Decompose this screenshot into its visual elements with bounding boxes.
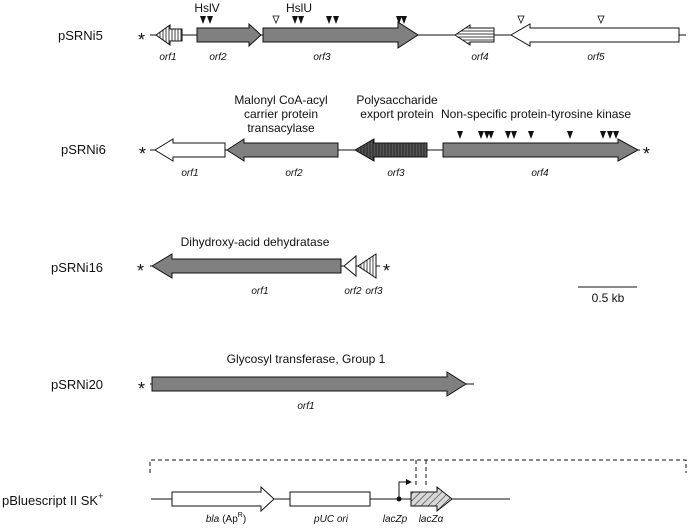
- orf3-arrow: [262, 21, 419, 49]
- lacza-label: lacZα: [419, 514, 444, 525]
- protein-label: Dihydroxy-acid dehydratase: [181, 235, 330, 249]
- orf-label: orf1: [181, 168, 198, 179]
- orf1-arrow: [151, 371, 467, 397]
- laczp-label: lacZp: [383, 514, 408, 525]
- vector-name: pBluescript II SK+: [2, 491, 103, 508]
- orf-label: orf2: [344, 286, 362, 297]
- protein-label: Non-specific protein-tyrosine kinase: [441, 107, 631, 121]
- orf-label: orf5: [587, 52, 605, 63]
- insert-end-marker: *: [383, 261, 390, 281]
- insertion-site-lines: [415, 460, 427, 487]
- orf2-arrow: [343, 254, 357, 278]
- orf4-arrow: [442, 138, 640, 162]
- orf-label: orf1: [297, 401, 314, 412]
- protein-label: carrier protein: [244, 107, 318, 121]
- row-vector: pBluescript II SK+ bla(ApR) pUC ori lacZ…: [2, 459, 687, 525]
- promoter-arrow-icon: [398, 481, 408, 499]
- bla-label: bla(ApR): [206, 512, 246, 525]
- orf1-arrow: [154, 138, 226, 162]
- protein-label: export protein: [360, 107, 433, 121]
- plasmid-name: pSRNi6: [61, 142, 106, 157]
- orf-label: orf1: [159, 52, 176, 63]
- orf1-arrow: [155, 24, 183, 46]
- protein-label: Malonyl CoA-acyl: [234, 93, 327, 107]
- insert-end-marker: *: [138, 30, 145, 50]
- orf-label: orf3: [387, 168, 405, 179]
- protein-label: HslV: [194, 1, 219, 15]
- protein-label: Polysaccharide: [356, 93, 438, 107]
- orf-label: orf4: [471, 52, 489, 63]
- row-psrni5: pSRNi5 * HslV HslU orf1 orf2 orf3 orf4 o…: [58, 1, 686, 63]
- orf3-arrow: [354, 138, 428, 162]
- insert-end-marker: *: [137, 261, 144, 281]
- protein-label: HslU: [286, 1, 312, 15]
- orf-label: orf3: [365, 286, 383, 297]
- orf2-arrow: [226, 138, 339, 162]
- orf-label: orf2: [209, 52, 227, 63]
- insert-end-marker: *: [643, 144, 650, 164]
- orf1-arrow: [151, 253, 342, 279]
- promoter-arrowhead-icon: [406, 479, 412, 485]
- insertion-bracket: [149, 459, 687, 473]
- puc-ori-label: pUC ori: [313, 514, 349, 525]
- orf5-arrow: [510, 23, 680, 47]
- orf-label: orf4: [531, 168, 549, 179]
- insert-end-marker: *: [138, 379, 145, 399]
- orf-label: orf1: [251, 286, 268, 297]
- site-markers-filled: [200, 16, 213, 24]
- site-markers-filled: [292, 16, 407, 24]
- orf-label: orf2: [285, 168, 303, 179]
- plasmid-name: pSRNi5: [58, 28, 103, 43]
- orf3-arrow: [357, 253, 377, 279]
- orf4-arrow: [454, 24, 495, 46]
- plasmid-name: pSRNi16: [51, 260, 103, 275]
- lacz-alpha-arrow: [410, 485, 453, 513]
- bla-arrow: [171, 485, 275, 513]
- site-markers-open: [272, 15, 605, 25]
- protein-label: Glycosyl transferase, Group 1: [227, 352, 386, 366]
- row-psrni16: pSRNi16 * * Dihydroxy-acid dehydratase o…: [51, 235, 637, 305]
- orf2-arrow: [196, 22, 262, 48]
- scale-bar-label: 0.5 kb: [592, 291, 625, 305]
- puc-ori-box: [289, 491, 371, 507]
- protein-label: transacylase: [247, 121, 315, 135]
- site-markers-filled: [457, 131, 619, 139]
- orf-label: orf3: [313, 52, 331, 63]
- plasmid-name: pSRNi20: [51, 377, 103, 392]
- row-psrni6: pSRNi6 * * Malonyl CoA-acyl carrier prot…: [61, 93, 650, 179]
- row-psrni20: pSRNi20 * Glycosyl transferase, Group 1 …: [51, 352, 474, 412]
- insert-end-marker: *: [139, 144, 146, 164]
